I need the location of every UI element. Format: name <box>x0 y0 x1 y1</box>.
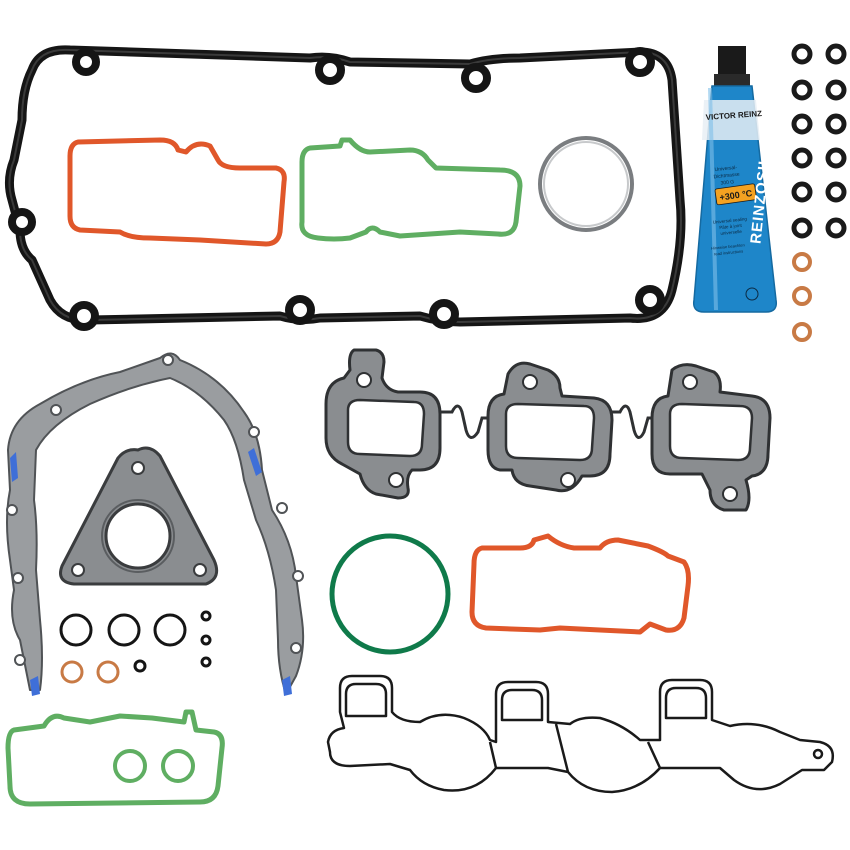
large-o-ring <box>329 533 451 655</box>
valve-stem-seals <box>791 43 847 342</box>
exhaust-flange-gasket <box>59 446 219 586</box>
green-gasket-upper <box>299 137 523 242</box>
tube-warn-line-2: read instructions <box>714 248 744 256</box>
tube-desc-line-6: universelle <box>720 229 742 236</box>
tube-brand-text: VICTOR REINZ <box>705 109 762 122</box>
tube-logo-icon <box>745 287 759 301</box>
timing-cover-gasket <box>6 352 305 696</box>
tube-warn-line-1: Hinweise beachten <box>711 242 745 251</box>
tube-desc-line-4: Universal sealing <box>713 216 748 225</box>
exhaust-ring-seal <box>538 136 634 232</box>
o-ring-cluster <box>59 610 212 684</box>
intake-manifold-gasket <box>326 674 834 794</box>
tube-temp-text: +300 °C <box>719 188 753 203</box>
tube-desc-line-3: 300 G <box>720 179 734 186</box>
exhaust-manifold-gasket <box>324 348 772 512</box>
green-gasket-lower <box>5 709 225 807</box>
orange-gasket-upper <box>67 137 287 247</box>
tube-desc-line-1: Universal- <box>714 165 737 173</box>
tube-desc-line-2: Dichtmasse <box>713 172 740 181</box>
sealant-tube: VICTOR REINZ Universal- Dichtmasse 300 G… <box>692 46 778 313</box>
tube-desc-line-5: Pâte à joint <box>719 223 743 230</box>
valve-cover-gasket <box>4 45 686 331</box>
orange-gasket-lower <box>469 533 691 635</box>
